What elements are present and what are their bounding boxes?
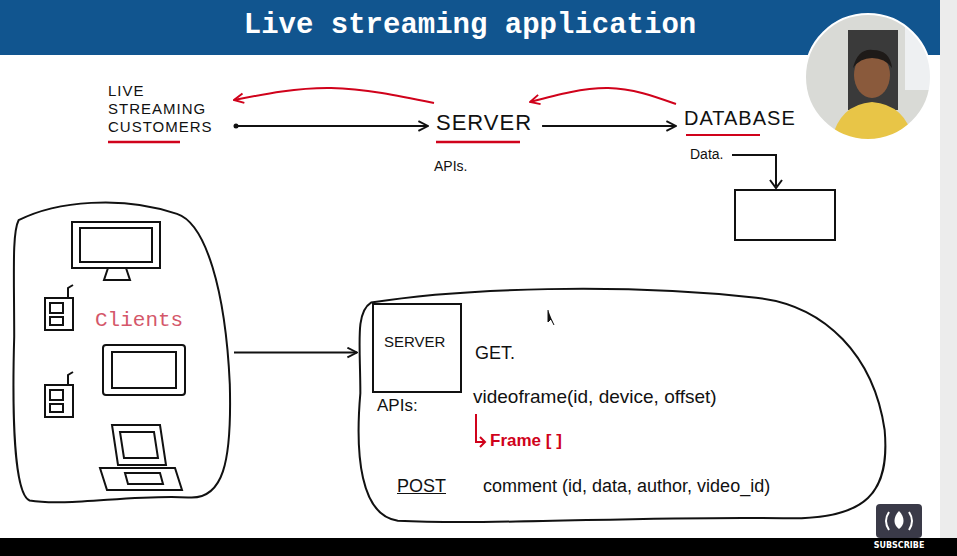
node-text: videoframe(id, device, offset): [473, 386, 717, 409]
phone-keys: [50, 317, 63, 325]
node-text: DATABASE: [684, 106, 796, 130]
watermark: SUBSCRIBE: [870, 541, 928, 551]
server-box: SERVER: [372, 303, 462, 393]
underline: [108, 141, 180, 144]
webcam-hair: [853, 50, 892, 68]
webcam-frame: [805, 14, 931, 140]
logo-paren: [909, 512, 912, 530]
tablet-icon: [103, 345, 185, 395]
phone-antenna: [68, 372, 73, 385]
server-group: GET. APIs: videoframe(id, device, offset) F…: [355, 283, 890, 528]
tablet-screen: [112, 352, 176, 388]
underline: [686, 134, 760, 136]
phone-keys: [50, 404, 63, 412]
connector-arrow: [234, 352, 357, 354]
node-text: SERVER: [384, 333, 445, 351]
connector-arrow: [542, 125, 676, 127]
node-text: APIs:: [377, 396, 418, 416]
node-text: Clients: [95, 308, 183, 333]
webcam-picture: [800, 10, 945, 150]
title-band: [0, 0, 940, 55]
blob-outline: [13, 202, 230, 502]
mouse-cursor: [548, 310, 554, 325]
laptop-screen: [112, 425, 166, 465]
phone-screen: [50, 303, 63, 313]
node-text: Frame [ ]: [490, 431, 562, 451]
start-dot: [234, 124, 239, 129]
monitor-screen: [80, 228, 152, 262]
clients-group: Clients: [12, 195, 232, 510]
monitor-icon: [72, 222, 160, 268]
device-icons: [45, 222, 185, 490]
logo-square: [876, 504, 922, 538]
webcam-shirt: [830, 102, 915, 150]
logo-paren: [886, 512, 889, 530]
laptop-display: [120, 432, 158, 458]
connector-arrow: [236, 125, 428, 127]
laptop-keys: [125, 473, 163, 484]
node-text: GET.: [475, 343, 515, 365]
laptop-base: [100, 468, 182, 490]
node-text: POST: [397, 476, 446, 498]
phone-icon: [45, 385, 73, 417]
side-strip: [940, 0, 957, 540]
node-text: LIVE STREAMING CUSTOMERS: [108, 82, 226, 136]
webcam-chair: [848, 30, 898, 110]
monitor-stand: [104, 268, 130, 280]
leader-arrowhead: [770, 180, 782, 188]
database-label: DATABASE Data.: [680, 102, 800, 167]
return-hook-head: [480, 437, 485, 447]
node-text: comment (id, data, author, video_id): [483, 476, 770, 498]
phone-screen: [50, 390, 63, 400]
logo-flame: [895, 511, 904, 529]
connector-arrow: [234, 88, 434, 103]
leader-arrow: [732, 155, 776, 186]
blob-outline: [359, 289, 886, 522]
title-text: Live streaming application: [0, 9, 940, 44]
node-text: APIs.: [434, 158, 467, 175]
underline: [436, 141, 520, 144]
node-text: SERVER: [436, 110, 532, 136]
phone-antenna: [68, 285, 73, 298]
phone-icon: [45, 298, 73, 330]
blob-outline: [12, 195, 232, 510]
bottom-bar: [0, 538, 957, 556]
storage-box: [735, 190, 835, 240]
connector-arrow: [530, 88, 676, 104]
node-text: Data.: [690, 146, 723, 163]
server-label: SERVER APIs.: [432, 106, 536, 179]
actor-label: LIVE STREAMING CUSTOMERS: [104, 78, 230, 140]
